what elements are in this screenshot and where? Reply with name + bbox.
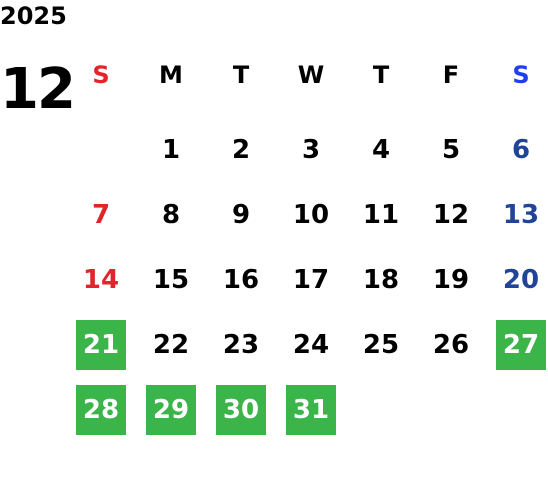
day-cell: 11 [362, 200, 400, 230]
day-cell: 18 [362, 265, 400, 295]
week-row-1: 1 2 3 4 5 6 [66, 125, 548, 185]
day-cell: 26 [432, 330, 470, 360]
weekday-mon: M [159, 61, 183, 89]
day-cell: 7 [91, 200, 111, 230]
day-cell-highlighted: 29 [146, 385, 196, 435]
weekday-header-row: S M T W T F S [66, 50, 548, 110]
weekday-fri: F [442, 61, 460, 89]
day-cell-highlighted: 27 [496, 320, 546, 370]
day-cell: 9 [231, 200, 251, 230]
week-row-4: 21 22 23 24 25 26 27 [66, 320, 548, 380]
day-cell: 15 [152, 265, 190, 295]
day-cell: 3 [301, 135, 321, 165]
day-cell: 2 [231, 135, 251, 165]
day-cell: 6 [511, 135, 531, 165]
day-cell: 5 [441, 135, 461, 165]
day-cell: 17 [292, 265, 330, 295]
weekday-sun: S [92, 61, 110, 89]
day-cell: 14 [82, 265, 120, 295]
day-cell-highlighted: 31 [286, 385, 336, 435]
day-cell: 8 [161, 200, 181, 230]
month-label: 12 [0, 57, 76, 122]
weekday-thu: T [372, 61, 390, 89]
day-cell-highlighted: 21 [76, 320, 126, 370]
day-cell: 4 [371, 135, 391, 165]
weekday-wed: W [297, 61, 325, 89]
day-cell: 24 [292, 330, 330, 360]
day-cell: 22 [152, 330, 190, 360]
day-cell: 19 [432, 265, 470, 295]
year-label: 2025 [0, 2, 67, 30]
day-cell: 23 [222, 330, 260, 360]
day-cell: 13 [502, 200, 540, 230]
day-cell-highlighted: 30 [216, 385, 266, 435]
week-row-2: 7 8 9 10 11 12 13 [66, 190, 548, 250]
day-cell [76, 125, 126, 175]
day-cell: 12 [432, 200, 470, 230]
weekday-tue: T [232, 61, 250, 89]
day-cell: 10 [292, 200, 330, 230]
day-cell-highlighted: 28 [76, 385, 126, 435]
day-cell: 16 [222, 265, 260, 295]
week-row-3: 14 15 16 17 18 19 20 [66, 255, 548, 315]
day-cell: 25 [362, 330, 400, 360]
week-row-5: 28 29 30 31 [66, 385, 548, 445]
day-cell: 1 [161, 135, 181, 165]
day-cell: 20 [502, 265, 540, 295]
weekday-sat: S [512, 61, 530, 89]
